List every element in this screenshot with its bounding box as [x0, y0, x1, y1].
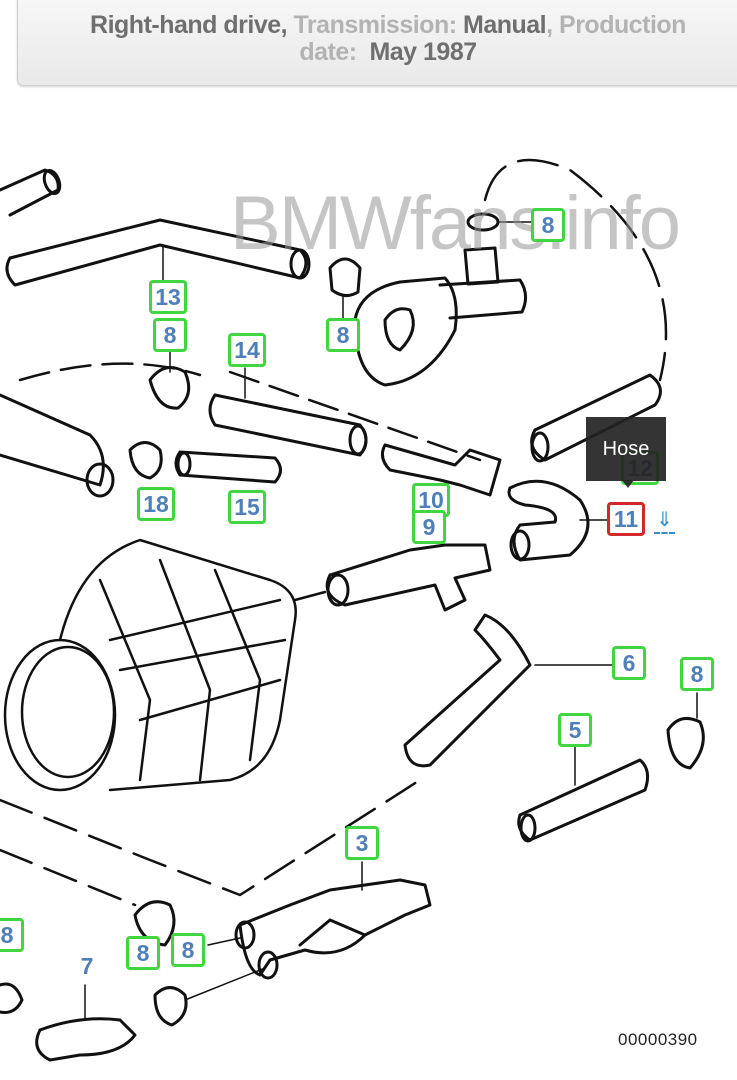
callout-part-18[interactable]: 18	[137, 487, 175, 521]
tooltip-pointer	[622, 480, 634, 488]
site-watermark: BMWfans.info	[230, 181, 681, 266]
callout-part-8[interactable]: 8	[0, 918, 24, 952]
callout-part-11[interactable]: 11	[607, 502, 645, 536]
callout-part-8[interactable]: 8	[680, 657, 714, 691]
callout-part-8[interactable]: 8	[153, 318, 187, 352]
vehicle-info-text: Right-hand drive, Transmission: Manual, …	[48, 12, 728, 66]
vehicle-info-header: Right-hand drive, Transmission: Manual, …	[17, 0, 737, 86]
production-label: , Production	[546, 11, 686, 39]
callout-part-13[interactable]: 13	[149, 280, 187, 314]
production-date-value: May 1987	[356, 38, 477, 66]
callout-part-3[interactable]: 3	[345, 826, 379, 860]
date-label: date:	[299, 38, 357, 66]
transmission-label: Transmission:	[287, 11, 458, 39]
part-tooltip: Hose	[586, 417, 666, 481]
callout-part-14[interactable]: 14	[228, 333, 266, 367]
callout-part-9[interactable]: 9	[412, 510, 446, 544]
transmission-value: Manual	[456, 11, 547, 39]
diagram-catalog-number: 00000390	[618, 1030, 698, 1049]
callout-part-8[interactable]: 8	[531, 208, 565, 242]
callout-part-8[interactable]: 8	[171, 933, 205, 967]
jump-to-part-link[interactable]: ⇓	[654, 508, 675, 534]
callout-part-5[interactable]: 5	[558, 713, 592, 747]
callout-part-15[interactable]: 15	[228, 490, 266, 524]
callout-part-8[interactable]: 8	[126, 936, 160, 970]
steering-value: Right-hand drive,	[90, 11, 288, 39]
callout-part-6[interactable]: 6	[612, 646, 646, 680]
callout-part-8[interactable]: 8	[326, 318, 360, 352]
callout-part-7[interactable]: 7	[80, 953, 94, 979]
